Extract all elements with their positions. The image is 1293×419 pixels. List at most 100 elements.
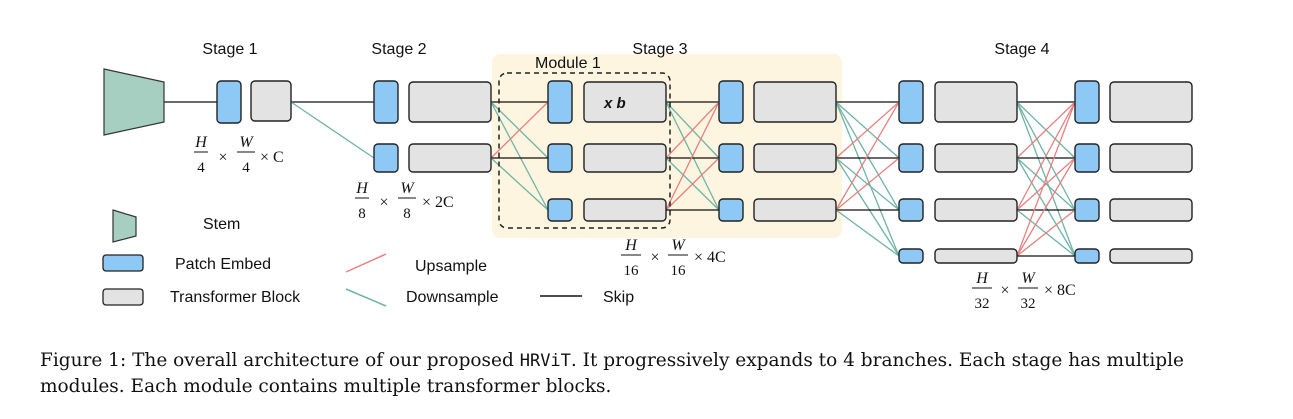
svg-text:H: H — [624, 237, 638, 254]
stage-3-title: Stage 3 — [632, 41, 687, 58]
downsample-line — [835, 157, 900, 257]
legend-transformer-block-label: Transformer Block — [170, 289, 301, 306]
dim-stage3: H 16 × W 16 × 4C — [621, 237, 726, 279]
svg-text:H: H — [975, 270, 989, 287]
connection-lines — [164, 101, 1076, 257]
upsample-line — [1016, 209, 1076, 257]
upsample-line — [835, 157, 900, 211]
transformer-block — [583, 81, 667, 123]
upsample-line — [665, 157, 720, 211]
blocks — [216, 80, 1193, 264]
patch-embed-block — [718, 143, 744, 173]
patch-embed-block — [1074, 80, 1100, 124]
upsample-line — [665, 101, 720, 211]
patch-embed-block — [718, 198, 744, 222]
transformer-block — [583, 143, 667, 173]
svg-text:H: H — [194, 134, 208, 151]
caption-suffix: . It progressively expands to 4 branches… — [40, 350, 1184, 397]
transformer-block — [1109, 248, 1193, 264]
caption-prefix: Figure 1: The overall architecture of ou… — [40, 350, 520, 371]
upsample-line — [665, 101, 720, 159]
legend-downsample-label: Downsample — [406, 289, 499, 306]
patch-embed-block — [1074, 248, 1100, 264]
stage-1-title: Stage 1 — [202, 41, 257, 58]
patch-embed-block — [898, 198, 924, 222]
downsample-line — [290, 101, 375, 159]
patch-embed-block — [373, 80, 399, 124]
patch-embed-block — [216, 80, 242, 124]
patch-embed-block — [1074, 198, 1100, 222]
upsample-line — [835, 101, 900, 211]
transformer-block — [408, 81, 492, 123]
svg-text:16: 16 — [671, 263, 687, 279]
transformer-block — [753, 143, 837, 173]
patch-embed-block — [373, 143, 399, 173]
legend-skip-label: Skip — [603, 289, 634, 306]
transformer-block — [934, 248, 1018, 264]
svg-text:× C: × C — [260, 149, 284, 166]
module-label: Module 1 — [535, 55, 601, 72]
transformer-block — [250, 80, 292, 122]
svg-text:W: W — [1021, 270, 1036, 287]
patch-embed-block — [1074, 143, 1100, 173]
patch-embed-block — [547, 143, 573, 173]
transformer-block — [408, 143, 492, 173]
transformer-block — [583, 198, 667, 222]
upsample-line — [490, 101, 549, 159]
transformer-block — [1109, 198, 1193, 222]
transformer-block — [1109, 81, 1193, 123]
legend-transformer-block-icon — [102, 288, 144, 306]
legend: Stem Patch Embed Transformer Block Upsam… — [102, 209, 634, 307]
stem-shape — [103, 68, 165, 136]
patch-embed-block — [547, 80, 573, 124]
repeat-label: x b — [603, 95, 626, 112]
upsample-line — [835, 101, 900, 159]
patch-embed-block — [718, 80, 744, 124]
svg-text:× 4C: × 4C — [694, 249, 726, 266]
transformer-block — [1109, 143, 1193, 173]
svg-text:4: 4 — [242, 160, 250, 176]
legend-stem-label: Stem — [203, 216, 240, 233]
downsample-line — [835, 101, 900, 257]
figure-caption: Figure 1: The overall architecture of ou… — [40, 348, 1255, 399]
svg-text:W: W — [671, 237, 686, 254]
stage-4-title: Stage 4 — [994, 41, 1049, 58]
svg-text:16: 16 — [624, 263, 640, 279]
downsample-line — [835, 209, 900, 257]
svg-text:×: × — [650, 249, 659, 266]
transformer-block — [934, 198, 1018, 222]
svg-text:×: × — [379, 194, 388, 211]
legend-upsample-label: Upsample — [415, 258, 487, 275]
upsample-line — [1016, 101, 1076, 257]
legend-stem-icon — [112, 209, 137, 243]
dim-stage2: H 8 × W 8 × 2C — [355, 180, 454, 222]
svg-text:32: 32 — [975, 296, 990, 312]
svg-text:×: × — [218, 149, 227, 166]
transformer-block — [753, 81, 837, 123]
svg-text:8: 8 — [403, 206, 411, 222]
svg-text:H: H — [355, 180, 369, 197]
upsample-line — [1016, 101, 1076, 211]
architecture-diagram: Module 1 x b Stage 1 Stage 2 Stage 3 Sta… — [102, 41, 1193, 312]
svg-text:8: 8 — [358, 206, 366, 222]
caption-model-name: HRViT — [519, 351, 571, 371]
module-box — [498, 72, 671, 229]
upsample-line — [1016, 157, 1076, 211]
transformer-block — [753, 198, 837, 222]
downsample-line — [490, 157, 549, 211]
downsample-line — [490, 101, 549, 211]
svg-text:×: × — [1000, 282, 1009, 299]
dim-stage4: H 32 × W 32 × 8C — [972, 270, 1076, 312]
legend-downsample-line — [345, 288, 387, 307]
svg-text:W: W — [239, 134, 254, 151]
svg-text:4: 4 — [197, 160, 205, 176]
legend-patch-embed-label: Patch Embed — [175, 256, 271, 273]
patch-embed-block — [547, 198, 573, 222]
svg-text:× 8C: × 8C — [1044, 282, 1076, 299]
transformer-block — [934, 143, 1018, 173]
transformer-block — [934, 81, 1018, 123]
svg-text:32: 32 — [1021, 296, 1036, 312]
svg-text:W: W — [400, 180, 415, 197]
stage-2-title: Stage 2 — [371, 41, 426, 58]
upsample-line — [1016, 101, 1076, 159]
